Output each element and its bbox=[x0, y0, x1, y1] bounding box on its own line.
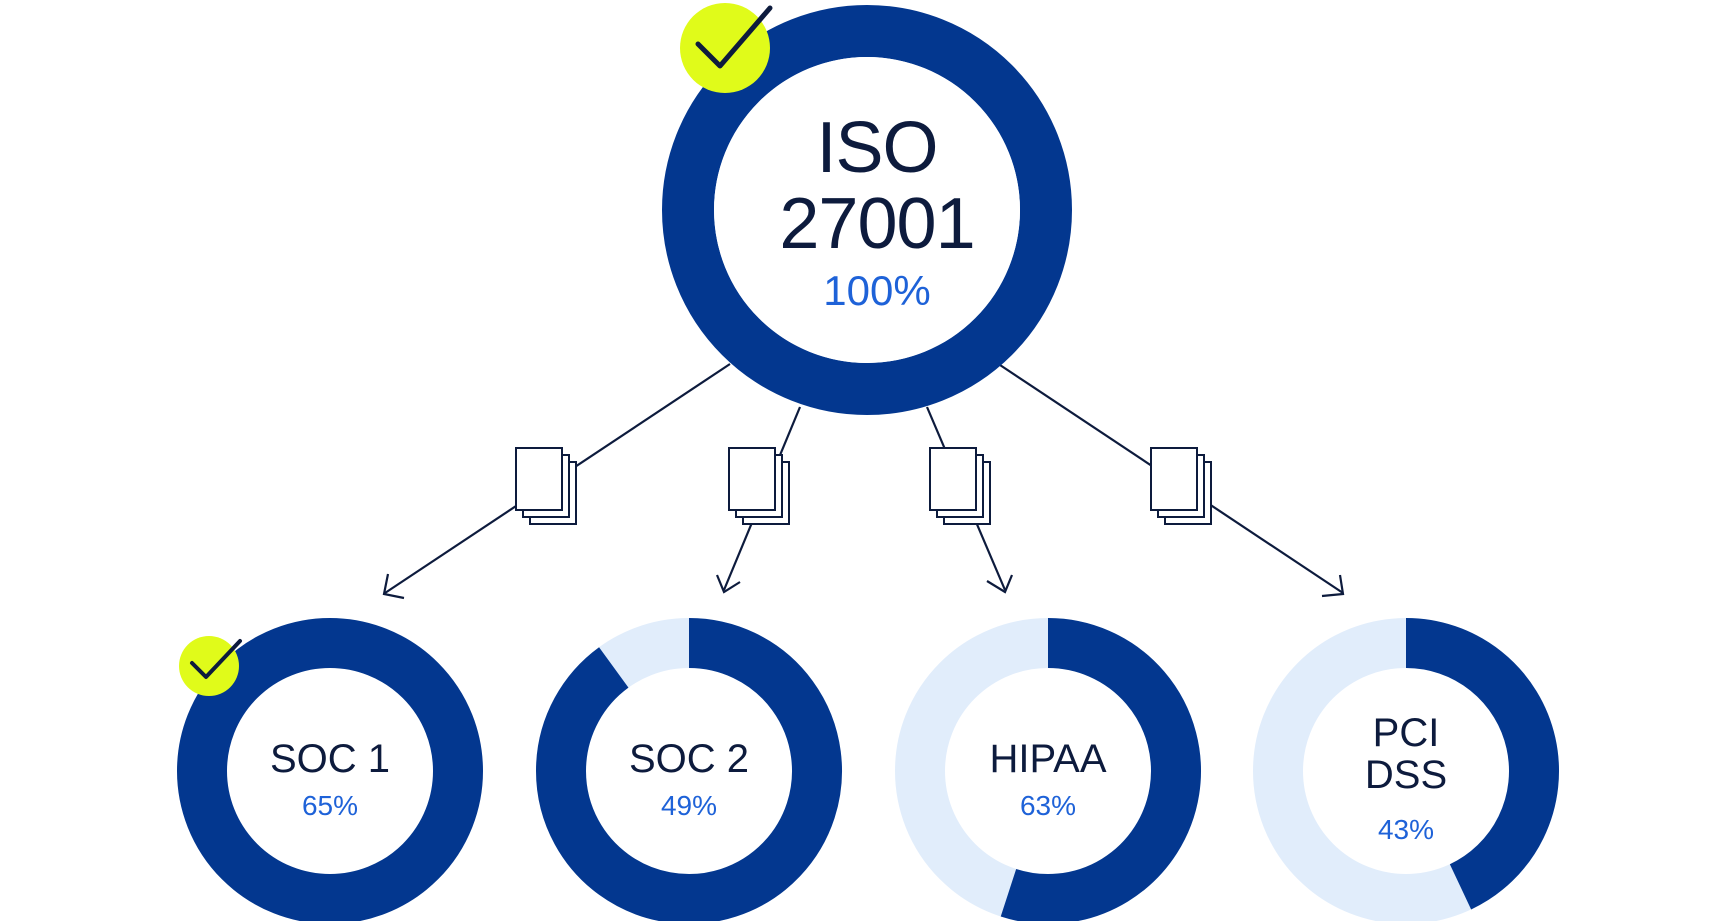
pci-title: PCI DSS bbox=[1276, 712, 1536, 797]
documents-icon bbox=[929, 447, 991, 525]
root-ring bbox=[662, 5, 1072, 415]
check-icon bbox=[695, 5, 773, 69]
child-ring-pci bbox=[1253, 618, 1559, 921]
document-sheet bbox=[515, 447, 563, 511]
soc2-ring-fill bbox=[536, 618, 842, 921]
pci-title-line2: DSS bbox=[1364, 753, 1448, 798]
root-title-line1: ISO bbox=[816, 108, 938, 188]
root-inner bbox=[714, 57, 1020, 363]
root-check-badge bbox=[680, 3, 773, 93]
check-icon bbox=[190, 639, 242, 679]
pci-ring-fill bbox=[1405, 618, 1559, 910]
pci-percent: 43% bbox=[1377, 814, 1435, 845]
pci-title-line1: PCI bbox=[1372, 711, 1440, 755]
check-badge bbox=[680, 3, 770, 93]
soc2-percent: 49% bbox=[660, 790, 718, 821]
hipaa-percent: 63% bbox=[1019, 790, 1077, 821]
root-percent: 100% bbox=[823, 267, 931, 314]
arrowhead-soc1 bbox=[382, 573, 405, 600]
hipaa-title: HIPAA bbox=[989, 737, 1107, 781]
soc1-ring bbox=[177, 618, 483, 921]
documents-icon bbox=[515, 447, 577, 525]
arrowhead-hipaa bbox=[986, 574, 1014, 594]
documents-icons bbox=[515, 447, 1212, 525]
soc1-title: SOC 1 bbox=[269, 737, 391, 781]
root-title-line2: 27001 bbox=[779, 184, 975, 265]
hipaa-ring-fill bbox=[1000, 618, 1201, 921]
child-ring-hipaa bbox=[895, 618, 1201, 921]
child-ring-soc2 bbox=[536, 618, 842, 921]
arrowhead-soc2 bbox=[715, 574, 741, 594]
soc1-percent: 65% bbox=[301, 790, 359, 821]
child-ring-soc1 bbox=[177, 618, 483, 921]
document-sheet bbox=[929, 447, 977, 511]
soc1-check-badge bbox=[179, 636, 242, 696]
document-sheet bbox=[1150, 447, 1198, 511]
root-title: ISO 27001 bbox=[727, 110, 1027, 263]
check-badge bbox=[179, 636, 239, 696]
root-ring-group bbox=[662, 5, 1072, 415]
documents-icon bbox=[1150, 447, 1212, 525]
document-sheet bbox=[728, 447, 776, 511]
arrowhead-pci bbox=[1321, 574, 1345, 598]
soc2-title: SOC 2 bbox=[628, 737, 750, 781]
documents-icon bbox=[728, 447, 790, 525]
